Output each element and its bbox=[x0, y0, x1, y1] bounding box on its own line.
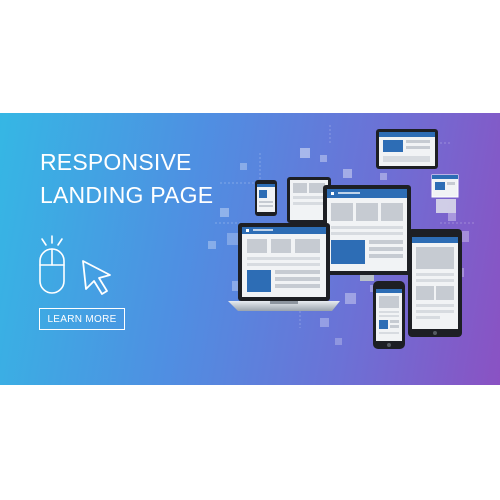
headline-line-2: LANDING PAGE bbox=[40, 182, 214, 208]
headline: RESPONSIVE LANDING PAGE bbox=[40, 146, 213, 212]
learn-more-button[interactable]: LEARN MORE bbox=[39, 308, 125, 330]
headline-line-1: RESPONSIVE bbox=[40, 149, 192, 175]
responsive-devices-illustration bbox=[208, 123, 475, 349]
hero-banner: RESPONSIVE LANDING PAGE LEARN MORE bbox=[0, 113, 500, 385]
mouse-icon bbox=[39, 235, 65, 294]
cursor-arrow-icon bbox=[82, 260, 111, 295]
